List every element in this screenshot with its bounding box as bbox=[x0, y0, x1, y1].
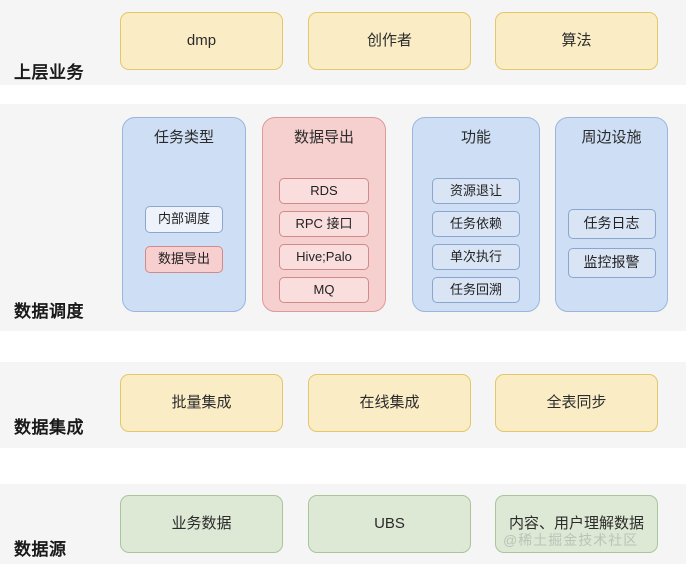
chip-task-log[interactable]: 任务日志 bbox=[567, 209, 656, 239]
group-task-type-title: 任务类型 bbox=[153, 129, 214, 146]
chip-resource-concession[interactable]: 资源退让 bbox=[432, 178, 520, 204]
row-label-data-scheduling: 数据调度 bbox=[14, 302, 84, 321]
group-function-chips: 资源退让 任务依赖 单次执行 任务回溯 bbox=[413, 178, 539, 303]
card-ubs[interactable]: UBS bbox=[308, 495, 471, 553]
group-function[interactable]: 功能 资源退让 任务依赖 单次执行 任务回溯 bbox=[412, 117, 540, 312]
group-data-export[interactable]: 数据导出 RDS RPC 接口 Hive;Palo MQ bbox=[262, 117, 386, 312]
group-peripheral-facilities-title: 周边设施 bbox=[581, 129, 642, 146]
row-label-data-source: 数据源 bbox=[14, 540, 67, 559]
row-label-upper-business: 上层业务 bbox=[14, 63, 84, 82]
watermark: @稀土掘金技术社区 bbox=[503, 532, 639, 548]
group-task-type[interactable]: 任务类型 内部调度 数据导出 bbox=[122, 117, 246, 312]
chip-mq[interactable]: MQ bbox=[279, 277, 369, 303]
card-dmp[interactable]: dmp bbox=[120, 12, 283, 70]
card-online-integration[interactable]: 在线集成 bbox=[308, 374, 471, 432]
chip-single-execution[interactable]: 单次执行 bbox=[432, 244, 520, 270]
row-label-data-integration: 数据集成 bbox=[14, 418, 84, 437]
group-task-type-chips: 内部调度 数据导出 bbox=[123, 206, 245, 273]
card-business-data[interactable]: 业务数据 bbox=[120, 495, 283, 553]
group-peripheral-facilities[interactable]: 周边设施 任务日志 监控报警 bbox=[555, 117, 668, 312]
card-batch-integration[interactable]: 批量集成 bbox=[120, 374, 283, 432]
card-content-user-understanding-data[interactable]: 内容、用户理解数据 bbox=[495, 495, 658, 553]
card-creator[interactable]: 创作者 bbox=[308, 12, 471, 70]
group-function-title: 功能 bbox=[460, 129, 491, 146]
card-algorithm[interactable]: 算法 bbox=[495, 12, 658, 70]
card-full-table-sync[interactable]: 全表同步 bbox=[495, 374, 658, 432]
group-data-export-title: 数据导出 bbox=[293, 129, 354, 146]
chip-monitoring-alert[interactable]: 监控报警 bbox=[567, 248, 656, 278]
chip-internal-scheduling[interactable]: 内部调度 bbox=[145, 206, 223, 233]
chip-task-backfill[interactable]: 任务回溯 bbox=[432, 277, 520, 303]
group-peripheral-facilities-chips: 任务日志 监控报警 bbox=[556, 209, 667, 278]
chip-rds[interactable]: RDS bbox=[279, 178, 369, 204]
group-data-export-chips: RDS RPC 接口 Hive;Palo MQ bbox=[263, 178, 385, 303]
chip-data-export[interactable]: 数据导出 bbox=[145, 246, 223, 273]
chip-task-dependency[interactable]: 任务依赖 bbox=[432, 211, 520, 237]
chip-rpc-interface[interactable]: RPC 接口 bbox=[279, 211, 369, 237]
chip-hive-palo[interactable]: Hive;Palo bbox=[279, 244, 369, 270]
